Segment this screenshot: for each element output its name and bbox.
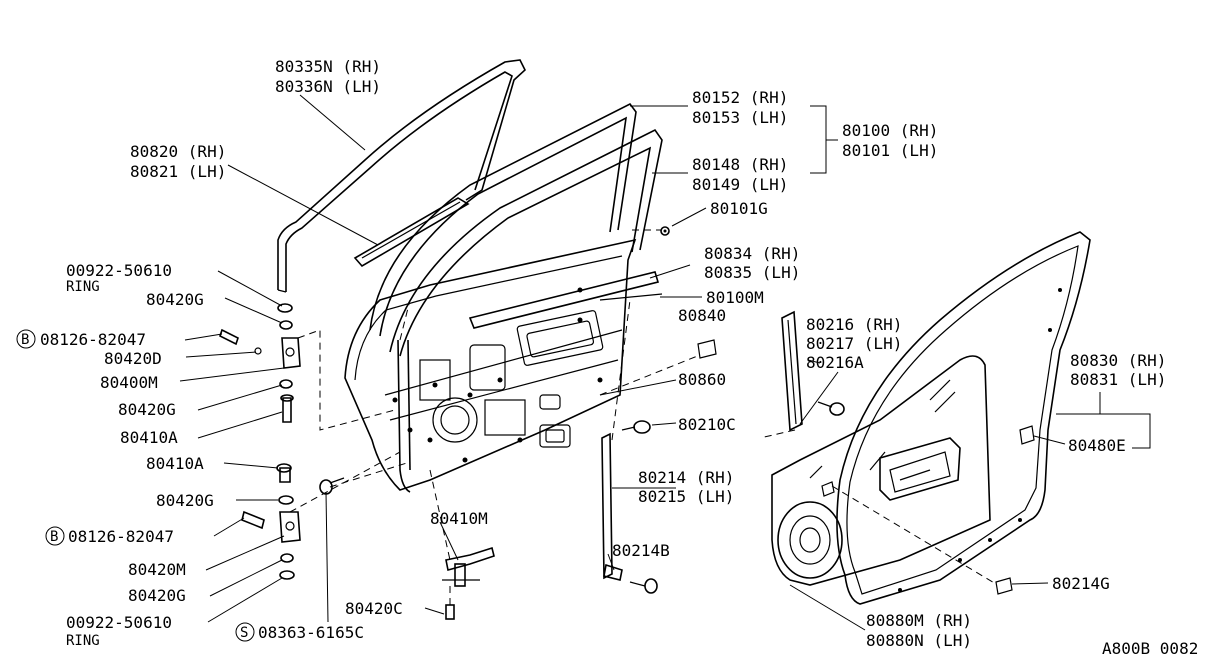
label-washer-g4: 80420G [128,586,186,605]
label-washer-g2: 80420G [118,400,176,419]
label-ring-part-bottom: 00922-50610 [66,613,172,632]
label-bolt-mark-top: B [21,332,29,348]
label-outer-molding-lh: 80821 (LH) [130,162,226,181]
outer-molding-part [353,197,470,268]
label-grommet: 80101G [710,199,768,218]
label-ring-bottom: RING [66,633,100,649]
label-seal-840: 80840 [678,306,726,325]
label-clip-e: 80480E [1068,436,1126,455]
leader-lines [179,94,1151,631]
door-weather-strip-part [277,59,526,293]
label-bolt-b-bottom: 08126-82047 [68,527,174,546]
label-bolt-420c: 80420C [345,599,403,618]
label-clip-m: 80100M [706,288,764,307]
label-screw-mark: S [240,625,248,641]
bolt-mark-circle-top [16,329,36,349]
label-channel-b: 80214B [612,541,670,560]
label-bolt-mark-bottom: B [50,529,58,545]
label-channel-lh: 80215 (LH) [638,487,734,506]
label-check-link: 80410M [430,509,488,528]
body-weather-strip-part [836,231,1091,605]
label-trim-lh: 80880N (LH) [866,631,972,650]
assembly-dashed-lines [289,229,997,608]
bolt-mark-circle-bottom [45,526,65,546]
label-door-assy-lh: 80101 (LH) [842,141,938,160]
label-door-panel-rh-a: 80152 (RH) [692,88,788,107]
label-channel-rh: 80214 (RH) [638,468,734,487]
label-weather-strip-rh: 80335N (RH) [275,57,381,76]
label-washer-g3: 80420G [156,491,214,510]
label-body-weather-strip-lh: 80831 (LH) [1070,370,1166,389]
door-sash-part [781,310,845,432]
door-inner-panel-part [344,238,637,493]
label-clip-g: 80214G [1052,574,1110,593]
label-ring-part-top: 00922-50610 [66,261,172,280]
label-reinforce-lh: 80835 (LH) [704,263,800,282]
label-bolt-b-top: 08126-82047 [40,330,146,349]
label-hinge-upper: 80400M [100,373,158,392]
lower-hinge-part [241,463,301,580]
clip-80214g-part [995,577,1013,595]
label-washer-d: 80420D [104,349,162,368]
label-pin-a-bottom: 80410A [146,454,204,473]
label-sash-rh: 80216 (RH) [806,315,902,334]
screw-mark-circle [235,622,255,642]
label-screw: 08363-6165C [258,623,364,642]
grommet-part [660,226,670,236]
label-bolt-c: 80210C [678,415,736,434]
label-outer-molding-rh: 80820 (RH) [130,142,226,161]
seal-840-part [697,339,717,359]
part-labels: 80335N (RH) 80336N (LH) 80820 (RH) 80821… [16,57,1198,658]
door-trim-panel-part [771,355,991,586]
label-door-assy-rh: 80100 (RH) [842,121,938,140]
label-sash-a: 80216A [806,353,864,372]
label-pin-a-top: 80410A [120,428,178,447]
label-reinforce-rh: 80834 (RH) [704,244,800,263]
reinforce-bar-part [468,271,663,329]
label-door-panel-rh-b: 80148 (RH) [692,155,788,174]
label-ring-top: RING [66,279,100,295]
label-seal-860: 80860 [678,370,726,389]
label-hinge-lower: 80420M [128,560,186,579]
glass-channel-part [601,420,658,594]
label-washer-g1: 80420G [146,290,204,309]
label-body-weather-strip-rh: 80830 (RH) [1070,351,1166,370]
label-sash-lh: 80217 (LH) [806,334,902,353]
label-door-panel-lh-a: 80153 (LH) [692,108,788,127]
label-trim-rh: 80880M (RH) [866,611,972,630]
upper-hinge-part [219,303,301,423]
diagram-code: A800B 0082 [1102,639,1198,658]
label-weather-strip-lh: 80336N (LH) [275,77,381,96]
label-door-panel-lh-b: 80149 (LH) [692,175,788,194]
